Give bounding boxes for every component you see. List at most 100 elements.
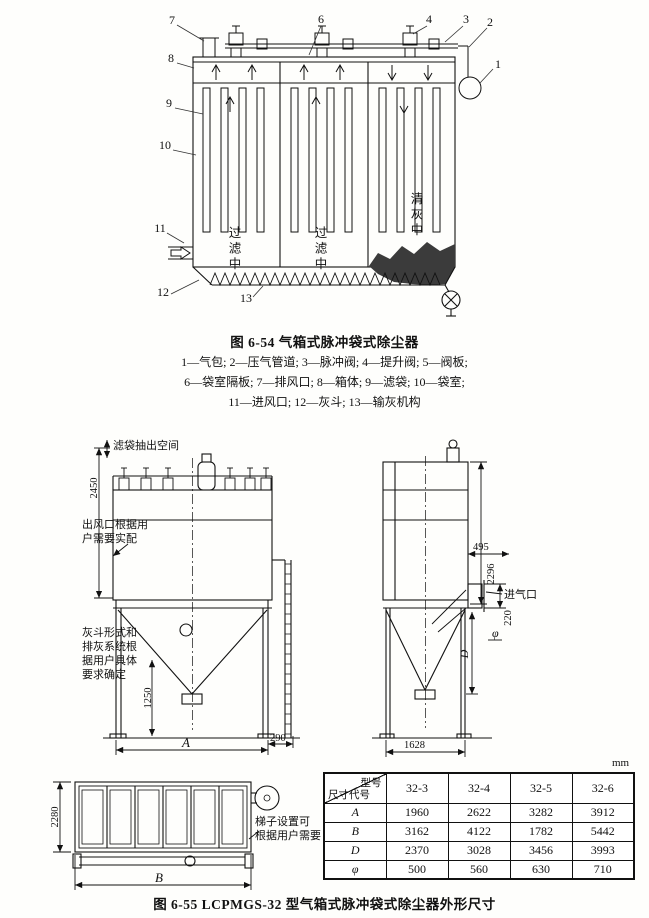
dim-D: D [457,649,471,659]
note-hopper-4: 要求确定 [82,667,126,681]
plan-dimension-lines [53,781,260,890]
dim-A: A [181,735,190,750]
table-cell: 560 [447,859,511,880]
table-cell: 3456 [509,840,573,861]
model-header: 32-4 [447,772,511,804]
dust-layer [369,242,455,285]
table-cell: 3028 [447,840,511,861]
corner-dim-code-label: 尺寸代号 [328,789,370,801]
callout-3: 3 [463,12,469,26]
table-row-D: D 2370 3028 3456 3993 [323,840,635,861]
fig55-dimension-lines [94,440,509,757]
air-bag-tank [458,76,482,100]
table-cell: 2622 [447,802,511,823]
table-cell: 2370 [385,840,449,861]
screw-conveyor [209,271,441,287]
dim-2280: 2280 [50,807,61,828]
callout-8: 8 [168,51,174,65]
callout-12: 12 [157,285,169,299]
table-cell: 1782 [509,821,573,842]
fig54-schematic-svg: 7 6 4 3 2 1 8 9 10 11 12 13 [154,12,501,317]
status-chamber2: 过滤中 [312,226,327,273]
table-cell: 5442 [571,821,635,842]
dim-220: 220 [503,610,514,626]
table-cell: 4122 [447,821,511,842]
table-row-B: B 3162 4122 1782 5442 [323,821,635,842]
valve-row [118,467,272,491]
table-cell: 1960 [385,802,449,823]
plan-view-shapes [72,781,280,869]
table-cell: 710 [571,859,635,880]
note-outlet-2: 户需要实配 [82,531,137,545]
table-cell: 500 [385,859,449,880]
fig54-legend-line3: 11—进风口; 12—灰斗; 13—输灰机构 [228,395,421,409]
fig54-inlet-duct [168,246,193,260]
row-label: φ [323,859,387,880]
model-header: 32-5 [509,772,573,804]
fan-circle [254,785,280,811]
table-cell: 3162 [385,821,449,842]
note-bag-space: 滤袋抽出空间 [113,438,179,452]
dim-B: B [155,870,163,885]
note-hopper-3: 据用户具体 [82,653,137,667]
callout-10: 10 [159,138,171,152]
fig54-legend-line1: 1—气包; 2—压气管道; 3—脉冲阀; 4—提升阀; 5—阀板; [181,355,468,369]
inlet-arrow-icon [170,246,191,260]
dim-phi: φ [492,626,499,640]
table-cell: 3912 [571,802,635,823]
fig55-views-svg: 滤袋抽出空间 2450 出风口根据用 户需要实配 灰斗形式和 排灰系统根 据用户… [82,438,537,757]
fig54-legend: 1—气包; 2—压气管道; 3—脉冲阀; 4—提升阀; 5—阀板; 6—袋室隔板… [0,352,649,412]
table-cell: 3282 [509,802,573,823]
dimension-table: 型号 尺寸代号 32-3 32-4 32-5 32-6 A 1960 2622 … [323,772,635,880]
dim-1628: 1628 [404,740,425,751]
table-unit-label: mm [612,757,630,769]
row-label: D [323,840,387,861]
table-cell: 3993 [571,840,635,861]
dim-290: 290 [270,733,286,744]
corner-model-label: 型号 [360,778,382,789]
table-header-row: 型号 尺寸代号 32-3 32-4 32-5 32-6 [323,772,635,804]
fig55-front-view [103,453,300,739]
fig55-caption: 图 6-55 LCPMGS-32 型气箱式脉冲袋式除尘器外形尺寸 [153,897,496,912]
callout-4: 4 [426,12,432,26]
note-ladder-2: 根据用户需要 [255,828,321,842]
model-header: 32-6 [571,772,635,804]
plan-texts: 2280 B 梯子设置可 根据用户需要 [50,807,321,886]
table-row-A: A 1960 2622 3282 3912 [323,802,635,823]
table-cell: 630 [509,859,573,880]
dim-2450: 2450 [89,478,100,499]
model-header: 32-3 [385,772,449,804]
status-chamber3: 清灰中 [408,192,423,239]
fig54-filter-bags [202,87,441,233]
callout-2: 2 [487,15,493,29]
fig55-plan-view-svg: 2280 B 梯子设置可 根据用户需要 [50,781,321,890]
callout-9: 9 [166,96,172,110]
dim-1250: 1250 [143,688,154,709]
fig54-callout-numbers: 7 6 4 3 2 1 8 9 10 11 12 13 [154,12,501,305]
callout-6: 6 [318,12,324,26]
callout-7: 7 [169,13,175,27]
fig55-side-view [372,439,492,739]
table-row-phi: φ 500 560 630 710 [323,859,635,880]
note-hopper-2: 排灰系统根 [82,639,137,653]
row-label: A [323,802,387,823]
status-chamber1: 过滤中 [226,226,241,273]
dim-2296: 2296 [486,564,497,585]
fig54-flow-arrows [211,63,433,115]
note-inlet: 进气口 [504,587,537,601]
fig54-legend-line2: 6—袋室隔板; 7—排风口; 8—箱体; 9—滤袋; 10—袋室; [184,375,465,389]
row-label: B [323,821,387,842]
fig54-caption: 图 6-54 气箱式脉冲袋式除尘器 [230,335,419,350]
note-ladder-1: 梯子设置可 [255,815,310,828]
fig54-hopper-conveyor [192,266,461,317]
fig54-callout-leaders [166,24,494,298]
fig54-top-equipment [199,25,482,100]
table-corner-cell: 型号 尺寸代号 [323,772,387,804]
callout-11: 11 [154,221,166,235]
callout-13: 13 [240,291,252,305]
fig55-texts: 滤袋抽出空间 2450 出风口根据用 户需要实配 灰斗形式和 排灰系统根 据用户… [82,438,537,751]
callout-1: 1 [495,57,501,71]
note-hopper-1: 灰斗形式和 [82,625,137,639]
note-outlet-1: 出风口根据用 [82,517,148,531]
